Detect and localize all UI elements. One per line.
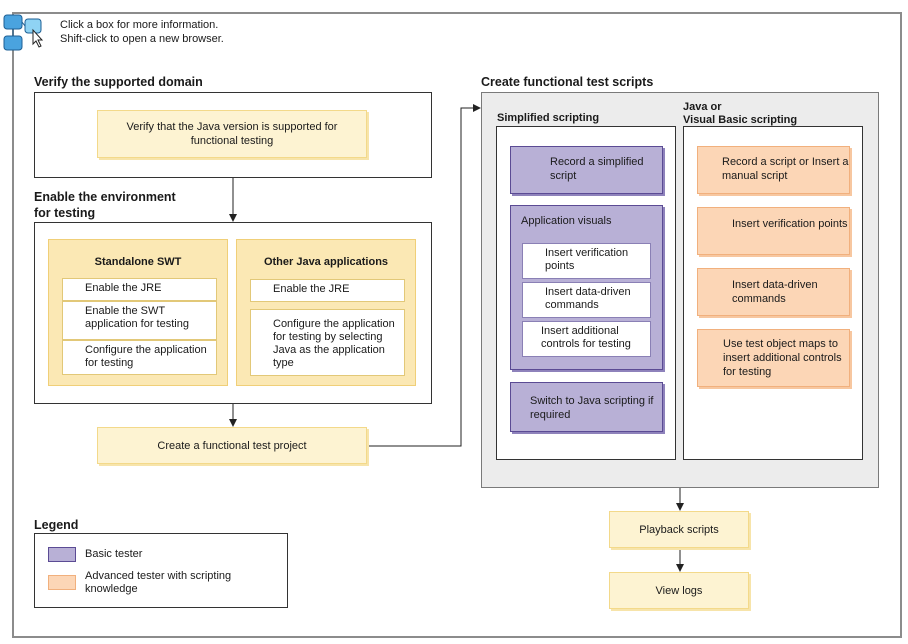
other-configure-application-item[interactable]: Configure the application for testing by… [250, 309, 405, 376]
record-or-manual-script-box[interactable]: Record a script or Insert a manual scrip… [697, 146, 850, 194]
legend-panel [34, 533, 288, 608]
swt-enable-jre-item[interactable]: Enable the JRE [62, 278, 217, 301]
java-vb-title-line-1: Java or [683, 101, 722, 113]
create-test-project-box[interactable]: Create a functional test project [97, 427, 367, 464]
clickable-boxes-icon [3, 14, 51, 54]
legend-title: Legend [34, 518, 79, 532]
use-test-object-maps-box[interactable]: Use test object maps to insert additiona… [697, 329, 850, 387]
java-vb-scripting-title: Java or Visual Basic scripting [683, 101, 797, 127]
other-java-apps-title: Other Java applications [263, 256, 389, 268]
legend-basic-swatch [48, 547, 76, 562]
simplified-insert-additional-controls-item[interactable]: Insert additional controls for testing [522, 321, 651, 357]
other-enable-jre-item[interactable]: Enable the JRE [250, 279, 405, 302]
java-vb-title-line-2: Visual Basic scripting [683, 114, 798, 126]
java-insert-data-driven-box[interactable]: Insert data-driven commands [697, 268, 850, 316]
legend-basic-label: Basic tester [85, 548, 143, 560]
hint-text: Click a box for more information. Shift-… [60, 18, 224, 46]
hint-line-1: Click a box for more information. [60, 19, 219, 31]
verify-java-version-box[interactable]: Verify that the Java version is supporte… [97, 110, 367, 158]
swt-configure-application-item[interactable]: Configure the application for testing [62, 340, 217, 375]
java-insert-verification-points-box[interactable]: Insert verification points [697, 207, 850, 255]
record-simplified-script-box[interactable]: Record a simplified script [510, 146, 663, 194]
swt-enable-application-item[interactable]: Enable the SWT application for testing [62, 301, 217, 340]
view-logs-box[interactable]: View logs [609, 572, 749, 609]
simplified-insert-data-driven-item[interactable]: Insert data-driven commands [522, 282, 651, 318]
legend-advanced-label: Advanced tester with scripting knowledge [85, 570, 232, 595]
simplified-scripting-title: Simplified scripting [497, 112, 600, 124]
enable-title: Enable the environment for testing [34, 189, 176, 221]
legend-advanced-swatch [48, 575, 76, 590]
playback-scripts-box[interactable]: Playback scripts [609, 511, 749, 548]
simplified-insert-verification-points-item[interactable]: Insert verification points [522, 243, 651, 279]
switch-to-java-scripting-box[interactable]: Switch to Java scripting if required [510, 382, 663, 432]
arrow-project-to-create [368, 104, 481, 447]
hint-line-2: Shift-click to open a new browser. [60, 33, 224, 45]
verify-title: Verify the supported domain [34, 75, 203, 89]
standalone-swt-title: Standalone SWT [94, 256, 182, 268]
create-scripts-title: Create functional test scripts [481, 75, 654, 89]
enable-title-line-1: Enable the environment [34, 190, 176, 204]
enable-title-line-2: for testing [34, 206, 96, 220]
